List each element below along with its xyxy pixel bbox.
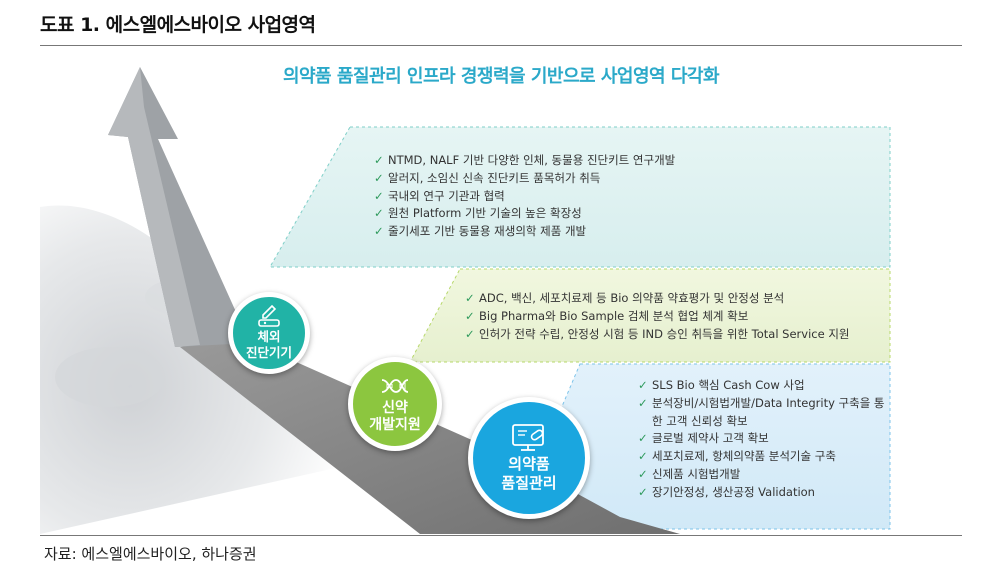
stage-1-item: ✓알러지, 소임신 신속 진단키트 품목허가 취득 xyxy=(374,170,675,188)
check-icon: ✓ xyxy=(638,378,648,392)
stage-2-label-line2: 개발지원 xyxy=(369,417,421,433)
stage-1-item: ✓줄기세포 기반 동물용 재생의학 제품 개발 xyxy=(374,223,675,241)
stage-2-item: ✓인허가 전략 수립, 안정성 시험 등 IND 승인 취득을 위한 Total… xyxy=(465,326,850,344)
check-icon: ✓ xyxy=(638,484,648,499)
check-icon: ✓ xyxy=(465,291,475,305)
check-icon: ✓ xyxy=(374,153,384,167)
monitor-pill-icon xyxy=(512,424,544,452)
check-icon: ✓ xyxy=(374,224,384,239)
stage-1-item: ✓국내외 연구 기관과 협력 xyxy=(374,188,675,206)
bottom-divider xyxy=(40,535,962,536)
dna-icon xyxy=(381,378,409,393)
check-icon: ✓ xyxy=(638,395,648,410)
stage-1-panel: ✓NTMD, NALF 기반 다양한 인체, 동물용 진단키트 연구개발 ✓알러… xyxy=(374,152,675,241)
stage-1-label-line2: 진단기기 xyxy=(245,345,292,360)
stage-2-item: ✓ADC, 백신, 세포치료제 등 Bio 의약품 약효평가 및 안정성 분석 xyxy=(465,290,850,308)
check-icon: ✓ xyxy=(638,467,648,482)
stage-1-item: ✓원천 Platform 기반 기술의 높은 확장성 xyxy=(374,205,675,223)
check-icon: ✓ xyxy=(374,206,384,221)
stage-1-item: ✓NTMD, NALF 기반 다양한 인체, 동물용 진단키트 연구개발 xyxy=(374,152,675,170)
figure-title: 도표 1. 에스엘에스바이오 사업영역 xyxy=(40,14,316,36)
check-icon: ✓ xyxy=(374,188,384,203)
stage-3-item: ✓장기안정성, 생산공정 Validation xyxy=(638,484,888,502)
stage-2-panel: ✓ADC, 백신, 세포치료제 등 Bio 의약품 약효평가 및 안정성 분석 … xyxy=(465,290,850,343)
stage-3-item: ✓세포치료제, 항체의약품 분석기술 구축 xyxy=(638,448,888,466)
stage-2-badge: 신약 개발지원 xyxy=(348,357,442,451)
stage-3-item: ✓분석장비/시험법개발/Data Integrity 구축을 통한 고객 신뢰성… xyxy=(638,395,885,428)
stage-3-label-line2: 품질관리 xyxy=(501,474,557,492)
figure-headline: 의약품 품질관리 인프라 경쟁력을 기반으로 사업영역 다각화 xyxy=(282,66,720,87)
stage-3-panel: ✓SLS Bio 핵심 Cash Cow 사업 ✓분석장비/시험법개발/Data… xyxy=(638,377,888,502)
stage-3-item: ✓신제품 시험법개발 xyxy=(638,466,888,484)
stage-3-item: ✓SLS Bio 핵심 Cash Cow 사업 xyxy=(638,377,888,395)
check-icon: ✓ xyxy=(638,431,648,446)
stage-1-badge: 체외 진단기기 xyxy=(228,292,310,374)
source-note: 자료: 에스엘에스바이오, 하나증권 xyxy=(44,545,257,563)
check-icon: ✓ xyxy=(638,449,648,464)
check-icon: ✓ xyxy=(374,170,384,185)
test-kit-icon xyxy=(258,305,280,328)
stage-2-label-line1: 신약 xyxy=(382,399,408,416)
check-icon: ✓ xyxy=(465,326,475,341)
stage-2-item: ✓Big Pharma와 Bio Sample 검체 분석 협업 체계 확보 xyxy=(465,308,850,326)
stage-1-label-line1: 체외 xyxy=(257,329,281,345)
stage-3-item: ✓글로벌 제약사 고객 확보 xyxy=(638,430,888,448)
top-divider xyxy=(40,45,962,46)
stage-3-badge: 의약품 품질관리 xyxy=(468,397,590,519)
business-area-figure: 의약품 품질관리 인프라 경쟁력을 기반으로 사업영역 다각화 ✓NTMD, N… xyxy=(40,47,962,534)
check-icon: ✓ xyxy=(465,308,475,323)
stage-3-label-line1: 의약품 xyxy=(508,455,550,474)
